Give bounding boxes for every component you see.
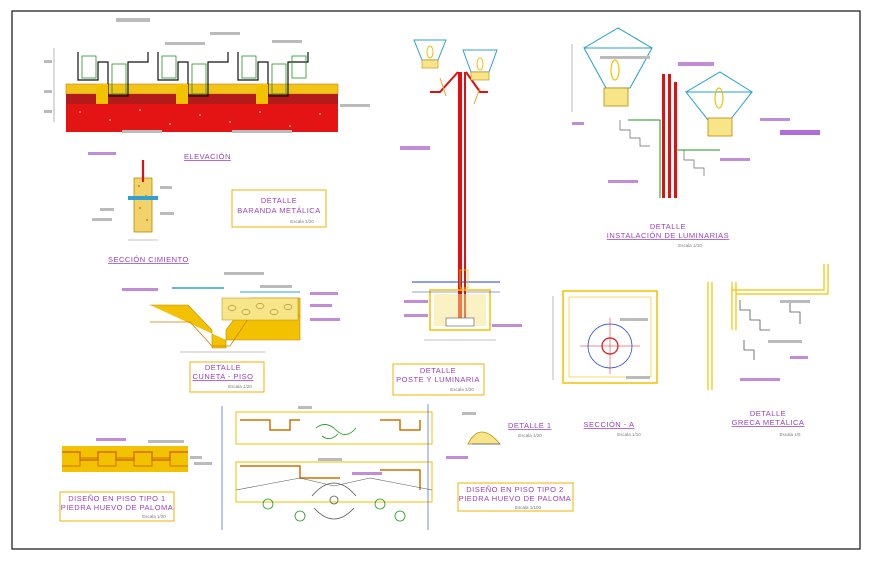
title-box-baranda [231, 189, 327, 228]
detalle-1-scale: Escala 1/20 [518, 433, 542, 438]
piso2-scale: Escala 1/100 [515, 505, 542, 510]
detalle-greca-line2: GRECA METÁLICA [732, 418, 805, 427]
detalle-baranda-scale: Escala 1/20 [290, 219, 314, 224]
seccion-cimiento-label: SECCIÓN CIMIENTO [108, 255, 189, 264]
detalle-baranda-line2: BARANDA METÁLICA [237, 206, 320, 215]
floor-pattern-1 [62, 438, 202, 472]
detail-1-sketch [462, 412, 501, 445]
railing-elevation [44, 18, 370, 133]
piso1-line2: PIEDRA HUEVO DE PALOMA [61, 503, 174, 512]
seccion-a-scale: Escala 1/10 [617, 432, 641, 437]
piso2-line2: PIEDRA HUEVO DE PALOMA [459, 494, 572, 503]
detalle-cuneta-line2: CUNETA - PISO [193, 372, 254, 381]
foundation-section [88, 152, 174, 241]
detalle-cuneta-line1: DETALLE [205, 363, 241, 372]
detalle-poste-line1: DETALLE [420, 366, 456, 375]
piso1-line1: DISEÑO EN PISO TIPO 1 [68, 494, 165, 503]
floor-pattern-2-plan [194, 404, 468, 530]
cuneta-detail [122, 272, 340, 353]
luminaire-installation [571, 27, 820, 198]
seccion-a-label: SECCIÓN - A [584, 420, 635, 429]
piso2-line1: DISEÑO EN PISO TIPO 2 [466, 485, 563, 494]
detalle-baranda-line1: DETALLE [261, 196, 297, 205]
greca-detail [707, 264, 829, 390]
detalle-lum-line2: INSTALACIÓN DE LUMINARIAS [607, 231, 729, 240]
detalle-greca-scale: Escala 1/5 [779, 432, 801, 437]
title-box-cuneta [189, 361, 265, 393]
detalle-cuneta-scale: Escala 1/20 [228, 384, 252, 389]
sheet-frame [11, 10, 861, 550]
detalle-greca-line1: DETALLE [750, 409, 786, 418]
elevacion-label: ELEVACIÓN [184, 152, 231, 161]
title-box-poste [392, 363, 485, 396]
detalle-lum-scale: Escala 1/10 [678, 243, 702, 248]
section-a-plan [552, 290, 658, 384]
detalle-poste-line2: POSTE Y LUMINARIA [396, 375, 480, 384]
title-box-piso1 [59, 491, 175, 522]
title-box-piso2 [457, 482, 574, 512]
detalle-lum-line1: DETALLE [650, 222, 686, 231]
lamp-post-detail [400, 39, 522, 341]
detalle-poste-scale: Escala 1/20 [450, 387, 474, 392]
detalle-1-label: DETALLE 1 [508, 421, 552, 430]
piso1-scale: Escala 1/20 [142, 514, 166, 519]
